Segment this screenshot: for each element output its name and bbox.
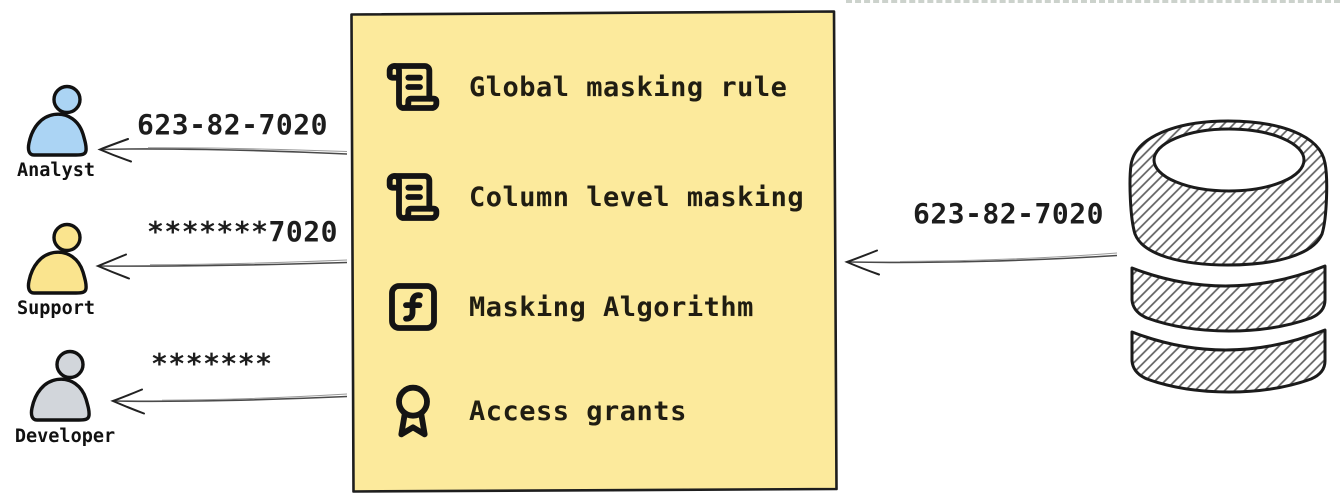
support-label: Support (17, 298, 95, 319)
person-head (52, 222, 82, 253)
masking-item-row: Access grants (385, 382, 687, 440)
person-head (52, 84, 82, 115)
analyst-label: Analyst (17, 160, 95, 181)
arrow-to-analyst (97, 138, 348, 163)
masking-box-background (350, 10, 838, 493)
masking-item-label: Masking Algorithm (469, 291, 754, 323)
database-icon (1128, 119, 1329, 394)
top-edge-dashed-line (846, 0, 1340, 3)
person-body (26, 112, 88, 157)
developer-value-label: ******* (151, 347, 273, 380)
masking-item-row: Column level masking (385, 168, 804, 226)
developer-label: Developer (14, 426, 116, 447)
scroll-text-icon (386, 63, 440, 111)
support-value-label: *******7020 (147, 215, 338, 248)
developer-person-icon (29, 349, 91, 422)
masking-item-label: Access grants (469, 395, 687, 427)
support-person-icon (26, 222, 88, 295)
person-head (55, 349, 85, 380)
masking-item-row: Global masking rule (385, 58, 787, 116)
scroll-text-icon (386, 173, 440, 221)
arrow-to-support (95, 253, 348, 280)
database-top-opening (1152, 127, 1306, 193)
award-icon (396, 384, 430, 438)
analyst-value-label: 623-82-7020 (137, 108, 328, 141)
database-value-label: 623-82-7020 (913, 197, 1104, 230)
analyst-person-icon (26, 84, 88, 157)
database-middle-band (1130, 264, 1327, 333)
person-body (26, 250, 88, 295)
arrow-from-database (844, 249, 1118, 276)
arrow-to-developer (110, 388, 348, 415)
masking-item-label: Column level masking (469, 181, 805, 213)
function-square-icon (389, 283, 437, 331)
database-bottom-band (1130, 328, 1327, 394)
masking-item-row: Masking Algorithm (385, 278, 754, 336)
masking-item-label: Global masking rule (469, 71, 788, 103)
masking-rules-box: Global masking rule Column level masking… (349, 10, 838, 493)
person-body (29, 377, 91, 422)
